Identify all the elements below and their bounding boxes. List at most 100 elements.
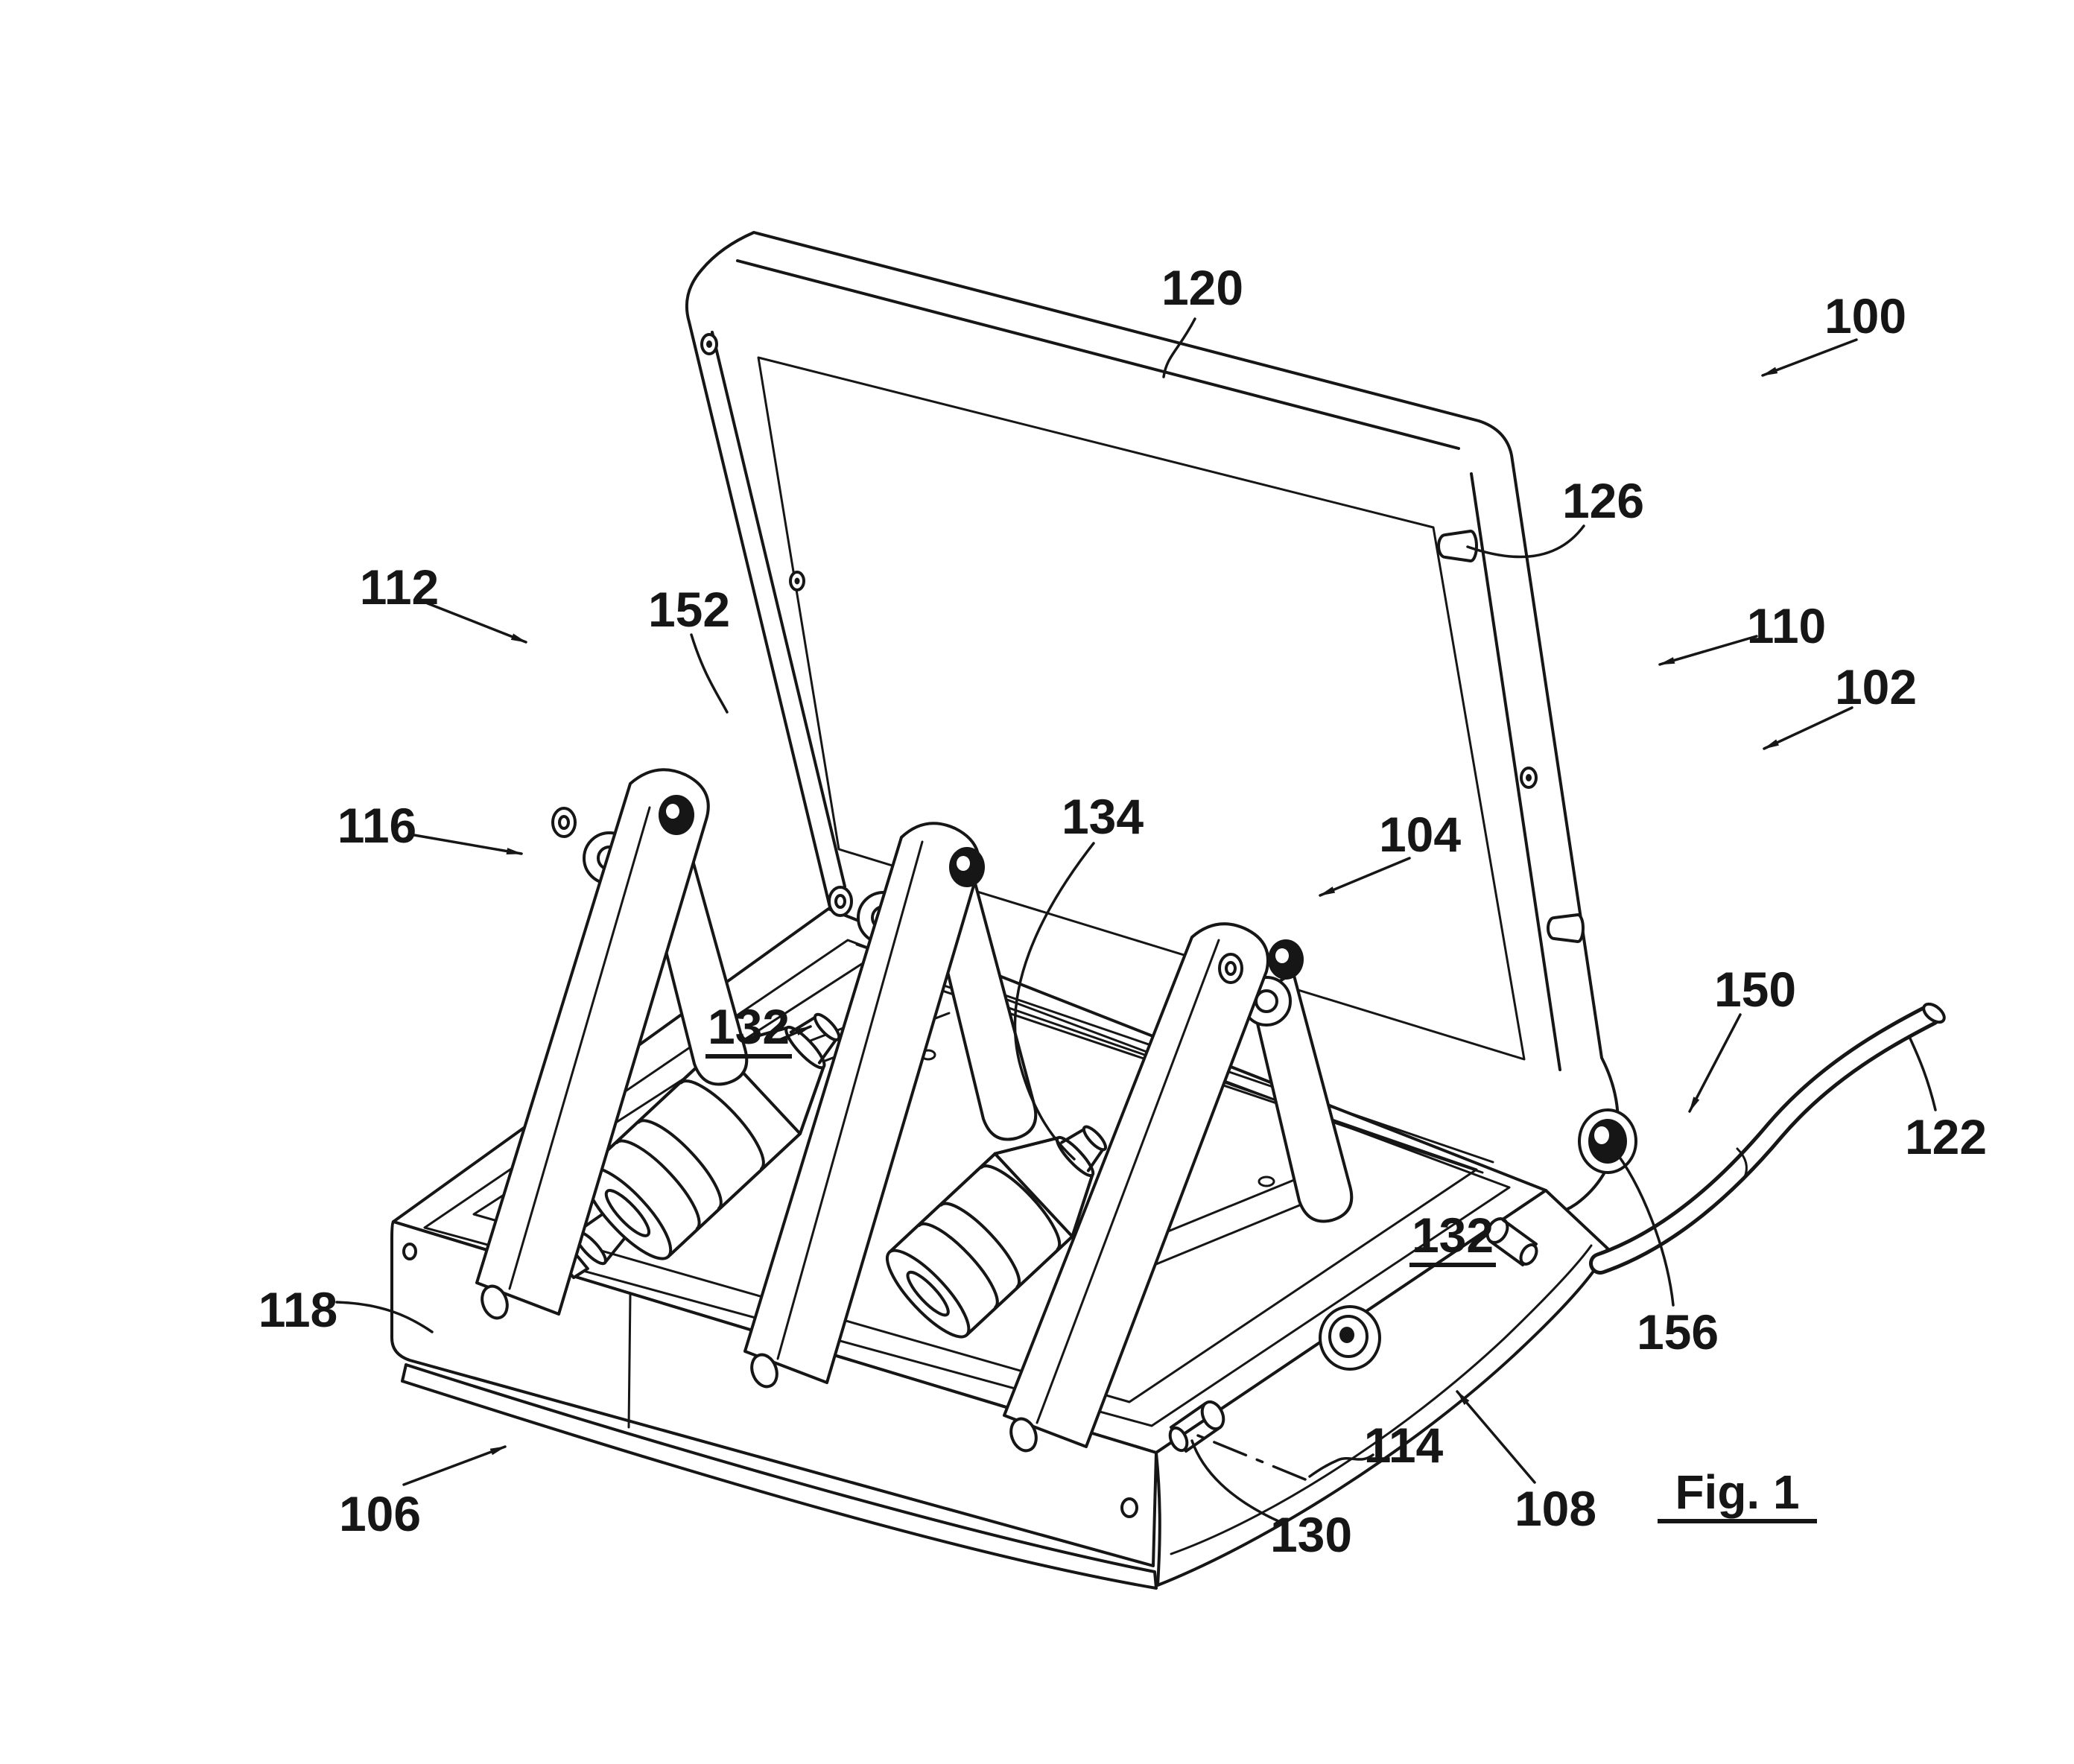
ref-label-116: 116 (337, 798, 416, 853)
lid-right-fold-line (1470, 472, 1561, 1071)
ref-label-152: 152 (648, 582, 730, 637)
lid-pivot-hole (1588, 1119, 1627, 1164)
leader-line-106 (402, 1445, 507, 1486)
base-front-wall (390, 1220, 1158, 1567)
leader-line-150 (1688, 1013, 1742, 1113)
centerline-114 (1196, 1434, 1307, 1481)
annotation-100: 100 (1761, 288, 1906, 377)
pedal-lever-1 (475, 768, 749, 1320)
annotation-150: 150 (1688, 962, 1796, 1113)
lever-1-foot (481, 1284, 509, 1320)
power-cable (1589, 1002, 1946, 1275)
ref-label-122: 122 (1905, 1109, 1987, 1164)
lid-peg-126 (1437, 530, 1478, 562)
front-right-rivet (1120, 1497, 1138, 1518)
floor-hole-3 (1258, 1176, 1275, 1187)
leader-line-132a (778, 1025, 812, 1041)
cable-tip (1922, 1002, 1946, 1024)
roller-left (556, 1012, 841, 1280)
annotation-layer: 100 102 104 106 108 110 112 114 116 118 120 122 126 1… (259, 260, 1987, 1562)
leader-line-120 (1162, 317, 1196, 378)
peg-132-right (1485, 1217, 1538, 1266)
leader-line-152 (690, 633, 729, 714)
annotation-126: 126 (1466, 473, 1644, 559)
annotation-108: 108 (1456, 1390, 1596, 1536)
base-skid (401, 1363, 1158, 1590)
lid-left-fold-line (711, 331, 846, 888)
leader-line-116 (408, 833, 523, 855)
annotation-152: 152 (648, 582, 730, 714)
leader-line-130 (1190, 1439, 1280, 1523)
lid-peg-lower (1547, 913, 1585, 943)
annotation-116: 116 (337, 798, 523, 855)
annotation-112: 112 (360, 559, 527, 644)
skirt-inner-curve (1170, 1244, 1593, 1555)
leader-line-114 (1308, 1453, 1374, 1478)
leader-line-112 (426, 602, 527, 644)
ref-label-150: 150 (1714, 962, 1796, 1017)
lever-1-body (475, 768, 710, 1316)
peg-130 (1168, 1400, 1225, 1453)
leader-line-134 (1013, 842, 1095, 1161)
leader-line-122 (1909, 1037, 1937, 1111)
leader-line-118 (335, 1301, 434, 1333)
annotation-132b: 132 (1409, 1208, 1496, 1267)
annotation-132a: 132 (705, 999, 812, 1059)
pedal-lever-3 (1003, 922, 1354, 1453)
lever-3-body (1003, 922, 1269, 1448)
ref-label-132a: 132 (708, 999, 790, 1054)
ref-label-134: 134 (1062, 789, 1144, 844)
front-wall-rivet (402, 1243, 417, 1260)
lid-top-fold-line (736, 259, 1460, 450)
annotation-fig: Fig. 1 (1658, 1465, 1817, 1523)
ref-label-112: 112 (360, 559, 439, 615)
ref-label-100: 100 (1824, 288, 1906, 343)
ref-label-126: 126 (1562, 473, 1644, 528)
ref-label-104: 104 (1379, 807, 1461, 862)
annotation-118: 118 (259, 1282, 434, 1337)
leader-line-100 (1761, 338, 1858, 377)
ref-label-114: 114 (1364, 1418, 1444, 1473)
lever-2-washer (828, 886, 853, 917)
lever-2-foot (750, 1353, 778, 1389)
roller-right (885, 1125, 1108, 1339)
leader-line-104 (1319, 857, 1411, 897)
ref-label-108: 108 (1515, 1481, 1596, 1536)
ref-label-156: 156 (1637, 1304, 1719, 1360)
lever-2-link-arm (931, 879, 1038, 1141)
ref-label-118: 118 (259, 1282, 337, 1337)
annotation-102: 102 (1763, 659, 1917, 750)
annotation-110: 110 (1658, 598, 1826, 666)
lever-1-washer (551, 807, 577, 838)
lever-3-washer (1218, 953, 1243, 984)
leader-line-102 (1763, 706, 1853, 750)
leader-line-110 (1658, 635, 1758, 666)
skirt-boss-hole (1339, 1327, 1354, 1343)
cable-core (1593, 1007, 1938, 1271)
base-right-skirt (1155, 1189, 1609, 1587)
annotation-130: 130 (1190, 1439, 1352, 1562)
leader-line-156 (1611, 1146, 1675, 1307)
lid-panel (685, 231, 1637, 1217)
pedal-lever-2 (743, 822, 1038, 1389)
lever-3-link-arm (1250, 971, 1354, 1223)
ref-label-130: 130 (1270, 1507, 1352, 1562)
ref-label-132b: 132 (1412, 1208, 1494, 1263)
annotation-106: 106 (339, 1445, 507, 1541)
annotation-114: 114 (1196, 1418, 1444, 1481)
cable-joint (1736, 1147, 1748, 1178)
ref-label-120: 120 (1161, 260, 1243, 315)
leader-line-126 (1466, 524, 1585, 559)
annotation-122: 122 (1905, 1037, 1987, 1164)
annotation-134: 134 (1013, 789, 1144, 1161)
lever-3-foot (1009, 1417, 1038, 1453)
ref-label-106: 106 (339, 1486, 421, 1541)
leader-line-108 (1456, 1390, 1536, 1484)
ref-label-102: 102 (1835, 659, 1917, 714)
figure-caption: Fig. 1 (1675, 1465, 1799, 1519)
annotation-120: 120 (1161, 260, 1243, 378)
lid-inner-panel (757, 356, 1526, 1061)
annotation-156: 156 (1611, 1146, 1719, 1360)
